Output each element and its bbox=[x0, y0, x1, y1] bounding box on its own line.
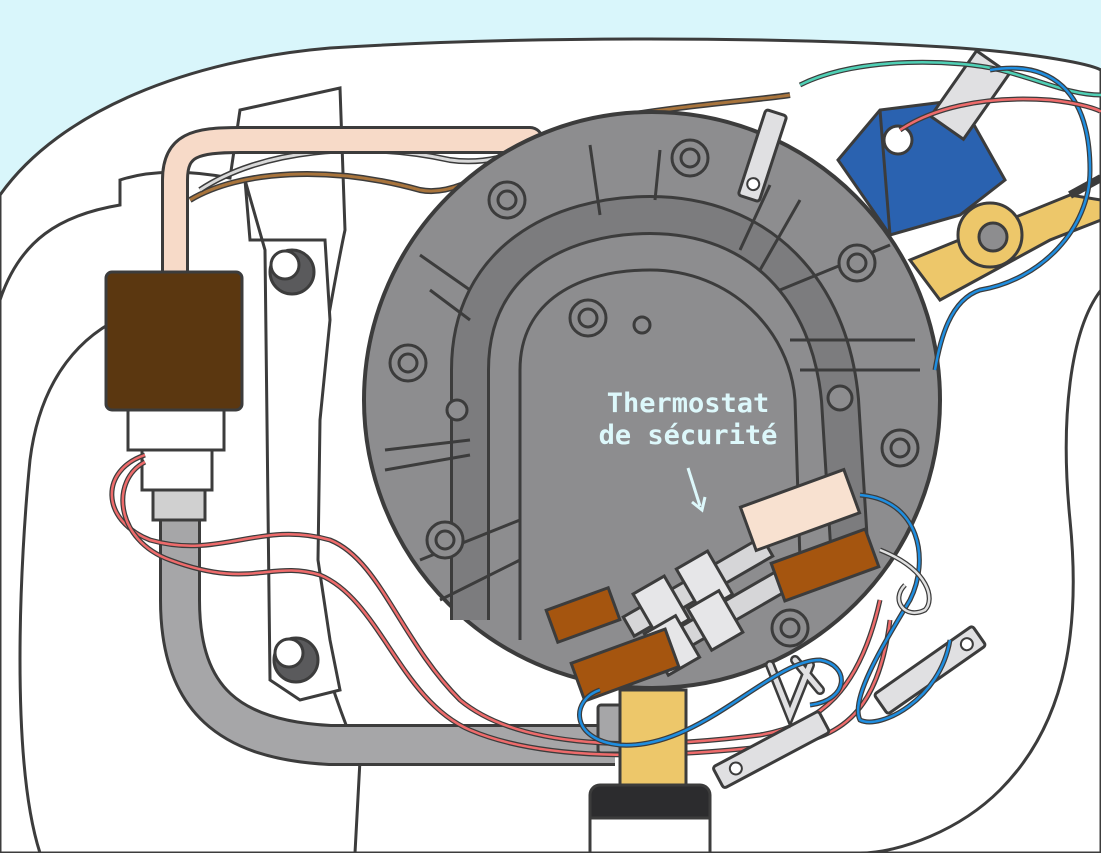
brass-lever bbox=[907, 174, 1101, 302]
housing-right-ridge bbox=[859, 289, 1101, 853]
coil-terminal bbox=[928, 48, 1012, 142]
contact-strip-light bbox=[738, 467, 862, 553]
heating-plate bbox=[362, 110, 942, 690]
annotation-line-2: de sécurité bbox=[599, 420, 778, 451]
top-terminal bbox=[737, 108, 788, 203]
bracket-screw-top bbox=[268, 248, 316, 296]
contact-strip-right bbox=[769, 527, 881, 603]
hose-connector bbox=[104, 270, 244, 522]
annotation-line-1: Thermostat bbox=[607, 388, 770, 419]
terminal-bottom-1 bbox=[712, 710, 831, 789]
housing-inner-ridge bbox=[18, 308, 141, 853]
safety-thermostat bbox=[544, 467, 881, 703]
contact-strip-left-top bbox=[544, 585, 622, 645]
contact-strip-left-bottom bbox=[569, 627, 681, 703]
bracket-screw-bottom bbox=[272, 636, 320, 684]
annotation-arrow bbox=[686, 467, 707, 513]
plate-bolts bbox=[388, 138, 920, 648]
